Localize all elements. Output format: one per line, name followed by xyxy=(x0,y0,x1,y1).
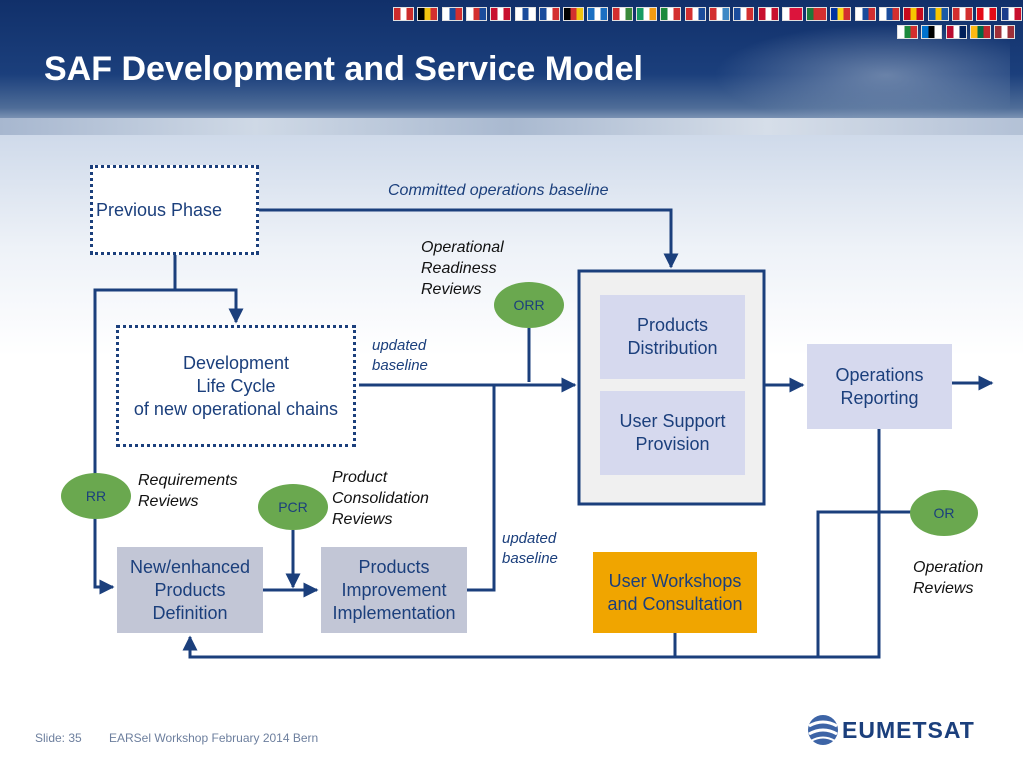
flag-icon xyxy=(1000,7,1022,21)
flag-icon xyxy=(684,7,706,21)
flag-icon xyxy=(563,7,585,21)
flag-icon xyxy=(897,25,918,39)
arrow-previous-to-definition xyxy=(93,288,175,595)
arrow-previous-to-development xyxy=(173,255,244,324)
rr-review-marker: RR xyxy=(61,473,131,519)
header-banner: SAF Development and Service Model xyxy=(0,0,1023,135)
requirements-reviews-label: Requirements Reviews xyxy=(138,472,238,510)
operations-reporting-box: Operations Reporting xyxy=(807,344,952,429)
flag-icon xyxy=(465,7,487,21)
eumetsat-logo: EUMETSAT xyxy=(806,712,981,748)
flag-icon xyxy=(921,25,943,39)
flag-icon xyxy=(660,7,682,21)
flag-icon xyxy=(854,7,876,21)
line-improvement-to-services xyxy=(467,385,496,592)
flag-icon xyxy=(490,7,512,21)
arrow-committed-baseline xyxy=(259,208,679,269)
development-life-cycle-box: Development Life Cycle of new operationa… xyxy=(116,325,356,447)
flag-icon xyxy=(976,7,998,21)
flag-icon xyxy=(514,7,536,21)
flag-icon xyxy=(636,7,657,21)
slide-title: SAF Development and Service Model xyxy=(44,50,643,88)
operation-reviews-label: Operation Reviews xyxy=(913,559,984,597)
flag-icon xyxy=(830,7,852,21)
arrow-feedback-loop xyxy=(182,429,881,659)
flag-icon xyxy=(441,7,463,21)
flag-icon xyxy=(733,7,755,21)
flag-icon xyxy=(994,25,1016,39)
committed-baseline-label: Committed operations baseline xyxy=(388,182,609,199)
operational-readiness-label: Operational Readiness Reviews xyxy=(421,239,504,298)
flag-icon xyxy=(587,7,609,21)
flag-icon xyxy=(708,7,730,21)
logo-text: EUMETSAT xyxy=(842,717,975,743)
flag-icon xyxy=(903,7,925,21)
product-consolidation-label: Product Consolidation Reviews xyxy=(332,469,429,528)
globe-icon xyxy=(808,715,838,745)
pcr-review-marker: PCR xyxy=(258,484,328,530)
flag-icon xyxy=(951,7,973,21)
flag-icon xyxy=(945,25,967,39)
products-improvement-box: Products Improvement Implementation xyxy=(321,547,467,633)
orr-review-marker: ORR xyxy=(494,282,564,328)
footer-event: EARSel Workshop February 2014 Bern xyxy=(109,731,319,745)
flag-icon xyxy=(927,7,949,21)
updated-baseline-bottom-label: updated baseline xyxy=(502,530,558,567)
flag-icon xyxy=(611,7,633,21)
user-workshops-box: User Workshops and Consultation xyxy=(593,552,757,633)
products-distribution-box: Products Distribution xyxy=(600,295,745,379)
flag-icon xyxy=(417,7,439,21)
flag-icon xyxy=(969,25,991,39)
flag-icon xyxy=(781,7,803,21)
flag-icon xyxy=(538,7,560,21)
flag-icon xyxy=(879,7,900,21)
flag-icon xyxy=(806,7,828,21)
line-or xyxy=(816,510,913,657)
user-support-box: User Support Provision xyxy=(600,391,745,475)
flag-icon xyxy=(393,7,414,21)
footer-slide-number: Slide: 35 xyxy=(35,731,82,745)
new-products-definition-box: New/enhanced Products Definition xyxy=(117,547,263,633)
flag-icon xyxy=(757,7,779,21)
updated-baseline-top-label: updated baseline xyxy=(372,337,428,374)
or-review-marker: OR xyxy=(910,490,978,536)
previous-phase-box: Previous Phase xyxy=(90,165,259,255)
